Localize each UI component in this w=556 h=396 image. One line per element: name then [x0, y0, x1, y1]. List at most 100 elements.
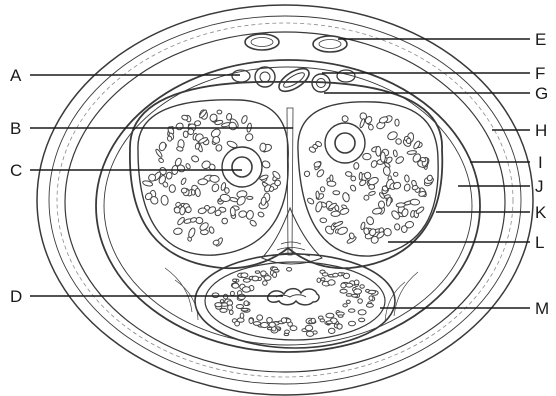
sinus-space: [169, 185, 176, 193]
sinus-space: [394, 223, 400, 230]
sinus-space: [306, 197, 314, 205]
sinus-space: [211, 183, 220, 193]
sinus-space: [236, 305, 243, 309]
sinus-space: [244, 132, 254, 142]
sinus-space: [341, 115, 349, 123]
sinus-space: [395, 119, 399, 126]
sinus-space: [320, 186, 326, 192]
sinus-space: [403, 183, 410, 191]
label-A: A: [10, 66, 22, 85]
sinus-space: [215, 144, 223, 152]
sinus-space: [333, 273, 338, 277]
sinus-space: [220, 300, 224, 303]
sinus-space: [230, 207, 236, 216]
sinus-space: [320, 218, 327, 223]
sinus-space: [376, 146, 381, 156]
sinus-space: [261, 197, 267, 206]
sinus-space: [368, 124, 374, 130]
sinus-space: [187, 227, 196, 238]
sinus-space: [261, 271, 267, 276]
sinus-space: [315, 201, 323, 213]
sinus-space: [363, 195, 369, 201]
left-corpus-cavernosum: [138, 100, 288, 255]
sinus-space: [241, 115, 249, 124]
sinus-space: [366, 289, 370, 292]
sinus-space: [238, 210, 247, 218]
sinus-space: [340, 289, 347, 293]
sinus-space: [345, 171, 352, 177]
sinus-space: [404, 175, 410, 183]
sinus-space: [321, 278, 325, 281]
label-D: D: [10, 287, 22, 306]
sinus-space: [358, 299, 363, 304]
sinus-space: [176, 216, 185, 226]
sinus-space: [263, 281, 268, 286]
sinus-space: [338, 273, 342, 276]
sinus-space: [348, 309, 355, 312]
sinus-space: [365, 216, 374, 226]
sinus-space: [350, 176, 356, 182]
sinus-space: [241, 308, 248, 311]
sinus-space: [240, 313, 244, 318]
sinus-space: [331, 211, 341, 217]
sinus-space: [341, 283, 346, 288]
label-C: C: [10, 161, 22, 180]
sinus-space: [401, 225, 407, 232]
sinus-space: [261, 322, 269, 327]
label-L: L: [535, 233, 544, 252]
sinus-space: [230, 310, 234, 314]
sinus-space: [274, 270, 279, 273]
sinus-space: [175, 122, 184, 131]
cavernous-sinus-spaces: [142, 109, 281, 247]
sinus-space: [180, 177, 187, 185]
sinus-space: [333, 191, 340, 195]
sinus-space: [346, 283, 353, 287]
sinus-space: [252, 276, 258, 281]
sinus-space: [233, 279, 237, 282]
sinus-space: [228, 305, 233, 310]
sinus-space: [364, 172, 371, 179]
sinus-space: [369, 296, 373, 300]
sinus-space: [241, 273, 248, 278]
sinus-space: [217, 110, 222, 114]
sinus-space: [427, 175, 433, 182]
sinus-space: [342, 192, 350, 203]
right-corpus-cavernosum: [298, 102, 438, 256]
sinus-space: [410, 199, 420, 205]
sinus-space: [290, 326, 297, 331]
sinus-space: [349, 184, 356, 192]
sinus-space: [313, 331, 317, 334]
sinus-space: [327, 181, 336, 187]
sinus-space: [235, 321, 240, 326]
sinus-space: [305, 325, 312, 330]
sinus-space: [191, 190, 195, 196]
label-I: I: [538, 153, 543, 172]
sinus-space: [244, 301, 248, 306]
sinus-space: [259, 143, 266, 152]
sinus-space: [191, 155, 200, 163]
sinus-space: [181, 188, 188, 194]
sinus-space: [346, 294, 352, 297]
sinus-space: [166, 172, 173, 180]
sinus-space: [317, 278, 321, 282]
superficial-dorsal-veins: [245, 34, 347, 52]
sinus-space: [395, 138, 402, 145]
sinus-space: [264, 276, 271, 281]
sinus-space: [221, 218, 228, 225]
label-K: K: [535, 203, 547, 222]
sinus-space: [328, 328, 335, 333]
sinus-space: [208, 226, 214, 234]
sinus-space: [195, 143, 200, 150]
sinus-space: [285, 330, 290, 333]
sinus-space: [326, 313, 334, 318]
sinus-space: [378, 201, 384, 209]
label-E: E: [535, 30, 546, 49]
leader-lines: [30, 39, 530, 308]
sinus-space: [320, 319, 324, 322]
sinus-space: [158, 141, 167, 151]
sinus-space: [232, 283, 239, 288]
sinus-space: [257, 315, 263, 320]
sinus-space: [209, 175, 219, 183]
sinus-space: [316, 191, 320, 199]
label-G: G: [535, 84, 548, 103]
